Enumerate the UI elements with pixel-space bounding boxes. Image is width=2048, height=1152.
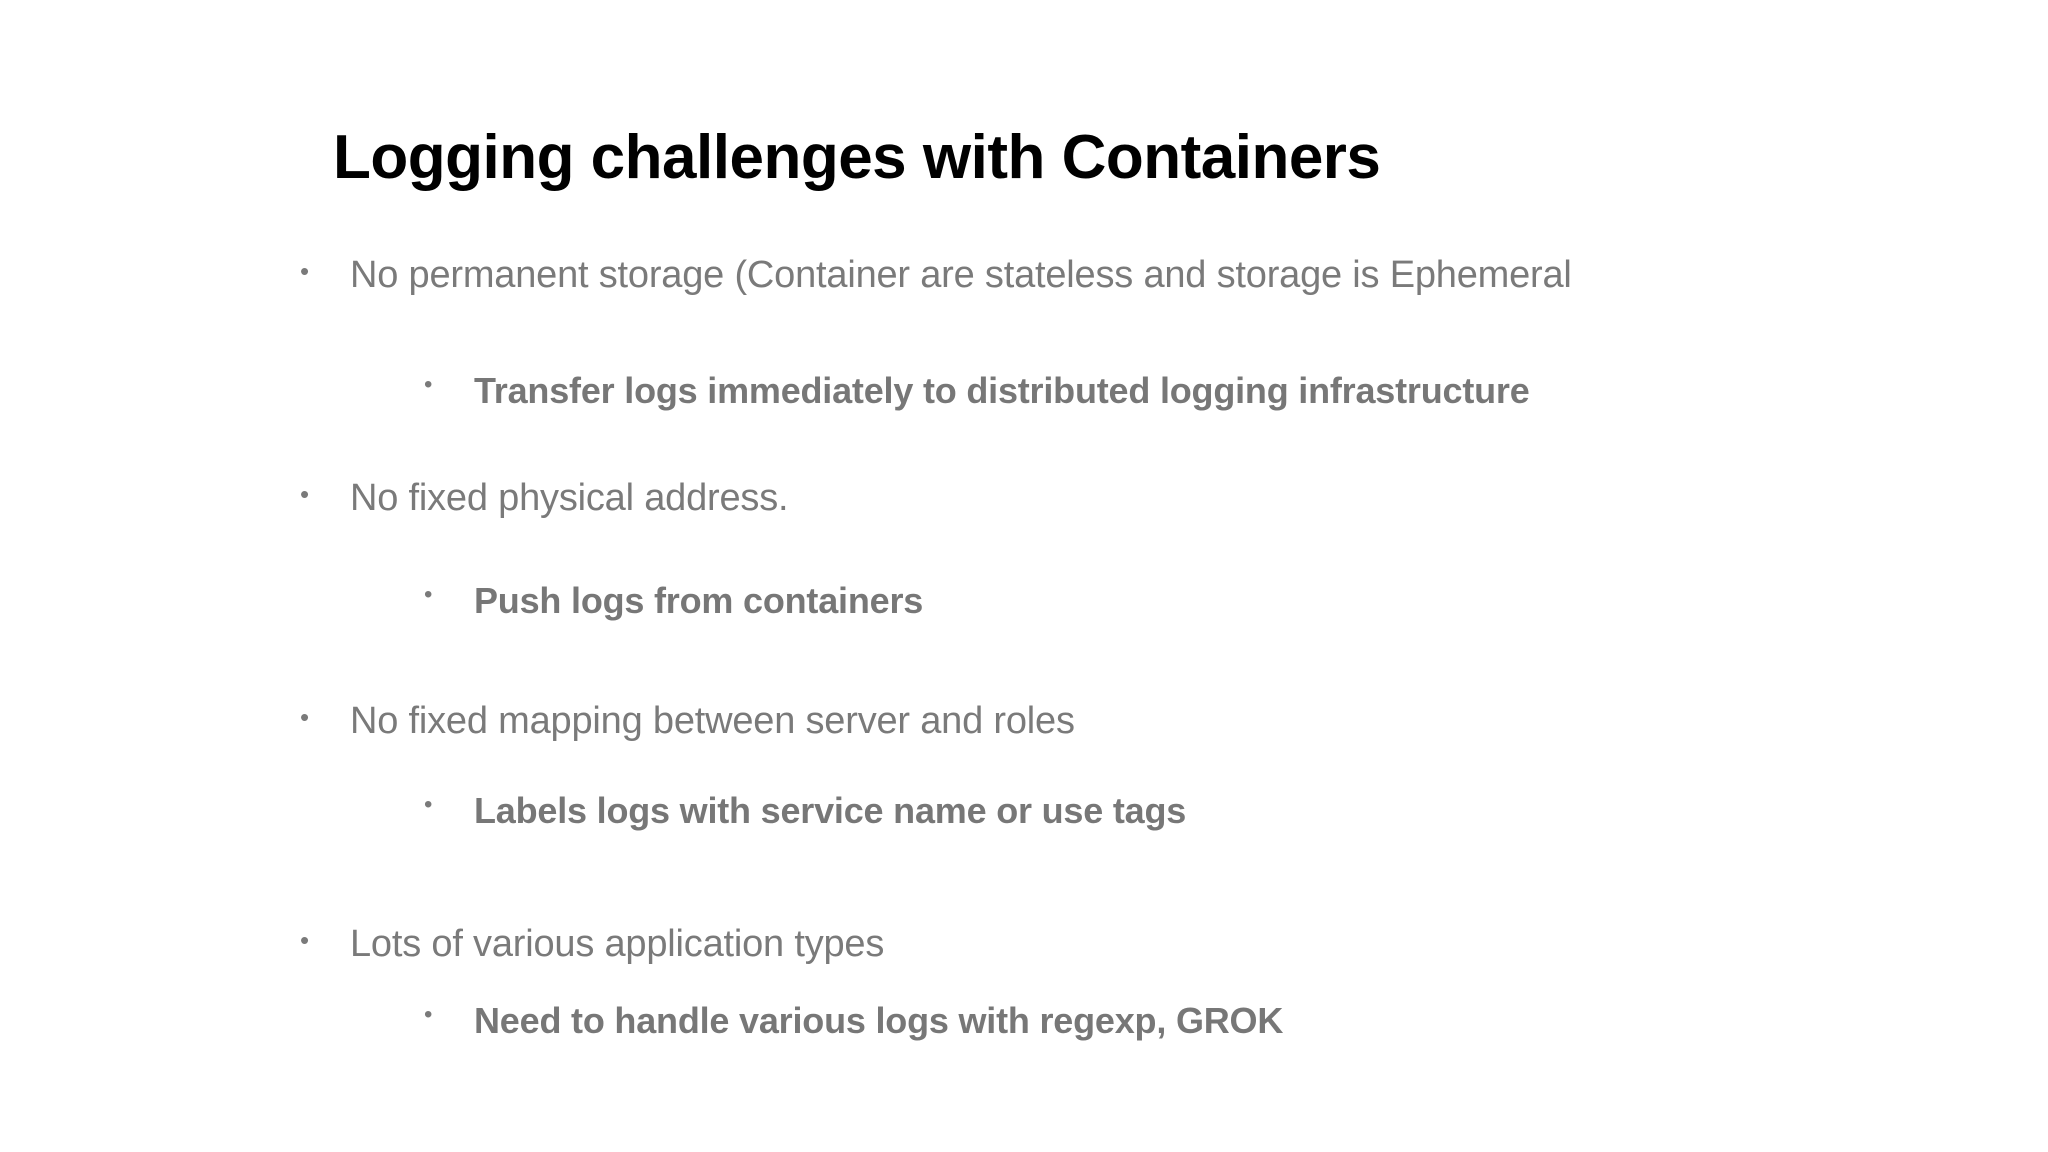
bullet-point-4: • Lots of various application types [300,923,885,965]
bullet-text: No permanent storage (Container are stat… [350,254,1572,296]
bullet-text: Lots of various application types [350,923,885,965]
bullet-icon: • [300,256,310,286]
bullet-point-2: • No fixed physical address. [300,477,789,519]
sub-bullet-point-4: • Need to handle various logs with regex… [424,1000,1284,1041]
sub-bullet-text: Need to handle various logs with regexp,… [474,1000,1284,1041]
bullet-icon: • [424,581,433,608]
sub-bullet-text: Transfer logs immediately to distributed… [474,370,1530,411]
sub-bullet-point-1: • Transfer logs immediately to distribut… [424,370,1530,411]
slide-title: Logging challenges with Containers [333,123,1381,192]
bullet-icon: • [300,479,310,509]
bullet-point-1: • No permanent storage (Container are st… [300,254,1572,296]
sub-bullet-text: Push logs from containers [474,580,924,621]
bullet-icon: • [300,925,310,955]
bullet-icon: • [424,371,433,398]
bullet-text: No fixed mapping between server and role… [350,700,1075,742]
bullet-icon: • [300,702,310,732]
bullet-text: No fixed physical address. [350,477,789,519]
bullet-icon: • [424,1001,433,1028]
sub-bullet-point-2: • Push logs from containers [424,580,924,621]
sub-bullet-text: Labels logs with service name or use tag… [474,790,1187,831]
bullet-icon: • [424,791,433,818]
bullet-point-3: • No fixed mapping between server and ro… [300,700,1075,742]
sub-bullet-point-3: • Labels logs with service name or use t… [424,790,1187,831]
